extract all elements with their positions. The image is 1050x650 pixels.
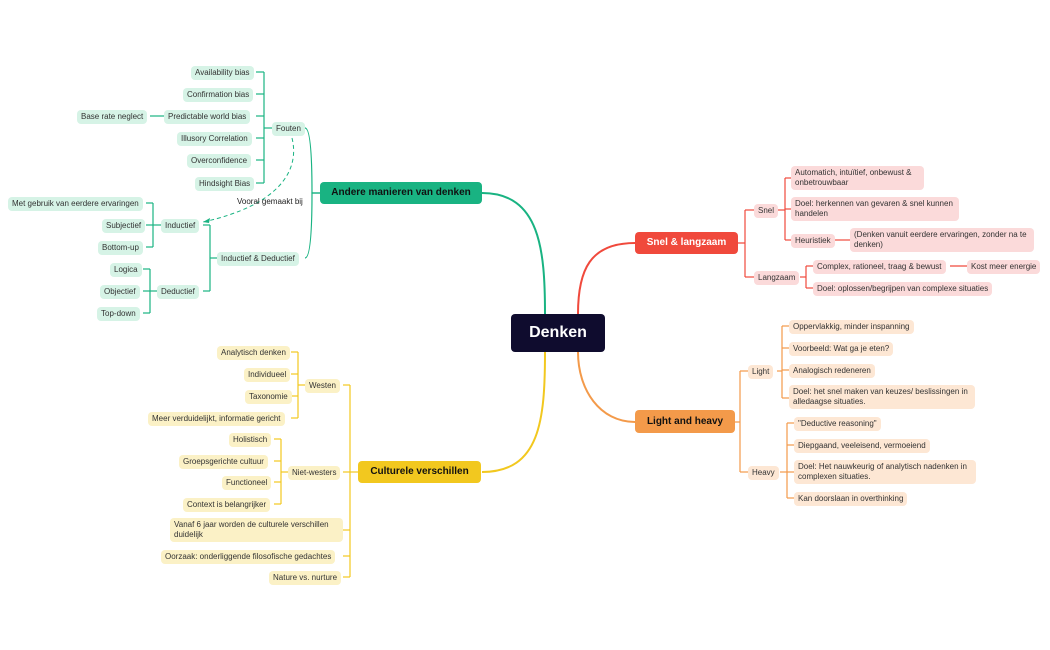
heavy-item[interactable]: Kan doorslaan in overthinking: [794, 492, 908, 506]
culturele-item[interactable]: Vanaf 6 jaar worden de culturele verschi…: [170, 518, 343, 542]
fouten-item[interactable]: Illusory Correlation: [177, 132, 252, 146]
relation-label: Vooral gemaakt bij: [237, 197, 303, 206]
fouten-item[interactable]: Confirmation bias: [183, 88, 254, 102]
branch-culturele-verschillen[interactable]: Culturele verschillen: [358, 461, 481, 483]
deductief-item[interactable]: Logica: [110, 263, 142, 277]
heavy-item[interactable]: Diepgaand, veeleisend, vermoeiend: [794, 439, 930, 453]
deductief-item[interactable]: Top-down: [97, 307, 140, 321]
niet-westers-item[interactable]: Groepsgerichte cultuur: [179, 455, 268, 469]
snel-item[interactable]: Doel: herkennen van gevaren & snel kunne…: [791, 197, 959, 221]
inductief-item[interactable]: Bottom-up: [98, 241, 143, 255]
light-item[interactable]: Voorbeeld: Wat ga je eten?: [789, 342, 894, 356]
langzaam-item[interactable]: Doel: oplossen/begrijpen van complexe si…: [813, 282, 993, 296]
heavy-item[interactable]: Doel: Het nauwkeurig of analytisch naden…: [794, 460, 976, 484]
light-node[interactable]: Light: [748, 365, 774, 379]
fouten-node[interactable]: Fouten: [272, 122, 305, 136]
westen-item[interactable]: Meer verduidelijkt, informatie gericht: [148, 412, 285, 426]
inductief-deductief-node[interactable]: Inductief & Deductief: [217, 252, 299, 266]
heavy-node[interactable]: Heavy: [748, 466, 779, 480]
culturele-item[interactable]: Nature vs. nurture: [269, 571, 342, 585]
inductief-node[interactable]: Inductief: [161, 219, 200, 233]
base-rate-neglect[interactable]: Base rate neglect: [77, 110, 148, 124]
deductief-node[interactable]: Deductief: [157, 285, 199, 299]
light-item[interactable]: Analogisch redeneren: [789, 364, 875, 378]
snel-item[interactable]: Automatich, intuïtief, onbewust & onbetr…: [791, 166, 924, 190]
westen-node[interactable]: Westen: [305, 379, 340, 393]
branch-andere-manieren[interactable]: Andere manieren van denken: [320, 182, 482, 204]
niet-westers-node[interactable]: Niet-westers: [288, 466, 341, 480]
niet-westers-item[interactable]: Holistisch: [229, 433, 272, 447]
fouten-item[interactable]: Predictable world bias: [164, 110, 251, 124]
light-item[interactable]: Oppervlakkig, minder inspanning: [789, 320, 914, 334]
culturele-item[interactable]: Oorzaak: onderliggende filosofische geda…: [161, 550, 336, 564]
westen-item[interactable]: Individueel: [244, 368, 291, 382]
westen-item[interactable]: Taxonomie: [245, 390, 292, 404]
fouten-item[interactable]: Overconfidence: [187, 154, 252, 168]
branch-light-heavy[interactable]: Light and heavy: [635, 410, 735, 433]
heuristiek-node[interactable]: Heuristiek: [791, 234, 835, 248]
inductief-item[interactable]: Met gebruik van eerdere ervaringen: [8, 197, 143, 211]
central-topic[interactable]: Denken: [511, 314, 605, 352]
heuristiek-note[interactable]: (Denken vanuit eerdere ervaringen, zonde…: [850, 228, 1034, 252]
westen-item[interactable]: Analytisch denken: [217, 346, 290, 360]
snel-node[interactable]: Snel: [754, 204, 779, 218]
heavy-item[interactable]: "Deductive reasoning": [794, 417, 881, 431]
fouten-item[interactable]: Hindsight Bias: [195, 177, 255, 191]
langzaam-item[interactable]: Complex, rationeel, traag & bewust: [813, 260, 946, 274]
light-item[interactable]: Doel: het snel maken van keuzes/ besliss…: [789, 385, 975, 409]
branch-snel-langzaam[interactable]: Snel & langzaam: [635, 232, 738, 254]
energie-node[interactable]: Kost meer energie: [967, 260, 1041, 274]
niet-westers-item[interactable]: Context is belangrijker: [183, 498, 271, 512]
inductief-item[interactable]: Subjectief: [102, 219, 146, 233]
fouten-item[interactable]: Availability bias: [191, 66, 254, 80]
deductief-item[interactable]: Objectief: [100, 285, 140, 299]
niet-westers-item[interactable]: Functioneel: [222, 476, 272, 490]
langzaam-node[interactable]: Langzaam: [754, 271, 800, 285]
